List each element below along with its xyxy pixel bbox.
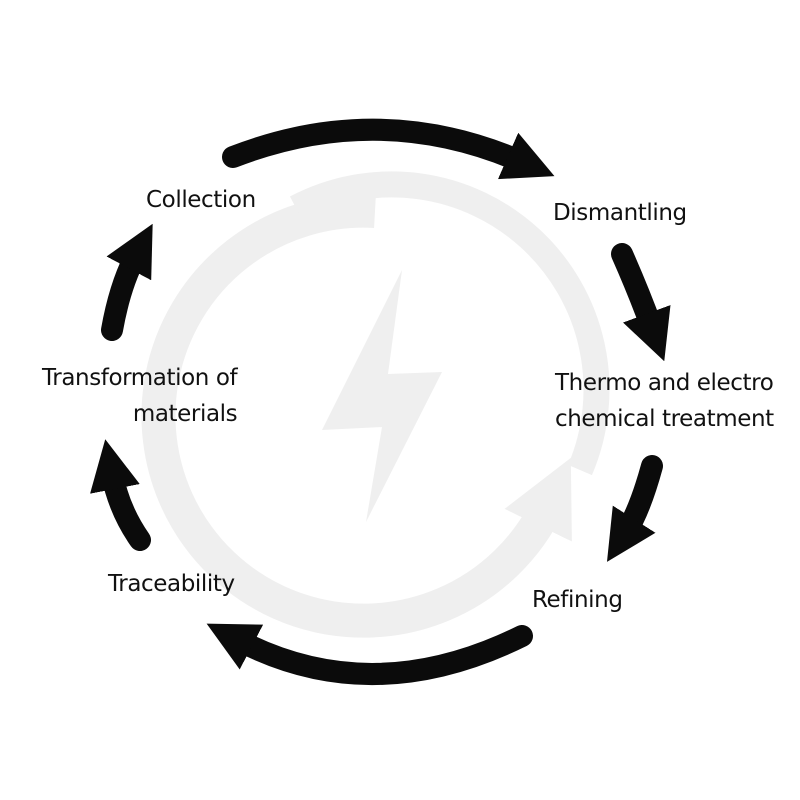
label-traceability: Traceability [108,571,235,597]
arrow-collection-to-dismantling [222,118,555,180]
label-collection: Collection [146,187,256,213]
lightning-bolt-icon [322,270,442,522]
label-refining: Refining [532,587,623,613]
arrow-treatment-to-refining [606,455,663,562]
label-transformation-of-materials: Transformation of materials [42,365,238,427]
label-thermo-electro-chemical-treatment: Thermo and electro chemical treatment [555,370,774,432]
arrow-traceability-to-transformation [90,439,151,551]
arrow-transformation-to-collection [101,223,153,341]
circular-recycle-arrow-icon [141,171,610,638]
cycle-arrows [90,118,671,685]
label-dismantling: Dismantling [553,200,687,226]
arrow-refining-to-traceability [206,623,533,685]
arrow-dismantling-to-treatment [611,243,671,362]
